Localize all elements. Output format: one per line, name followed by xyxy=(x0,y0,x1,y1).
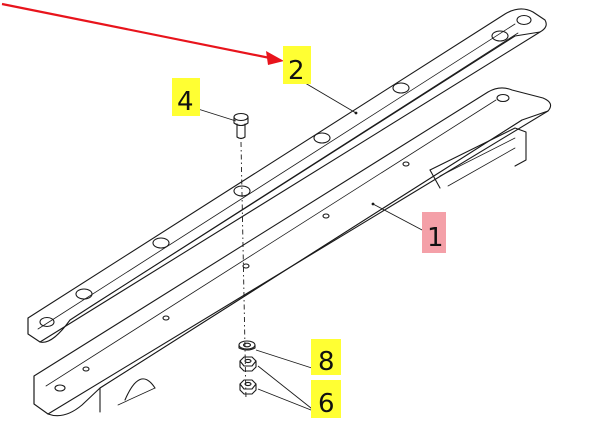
callout-2: 2 xyxy=(283,46,311,86)
part-8-washer xyxy=(238,340,256,351)
callout-1-label: 1 xyxy=(427,223,444,253)
callout-6-label: 6 xyxy=(318,389,335,419)
callout-2-label: 2 xyxy=(288,56,305,86)
callout-1: 1 xyxy=(422,212,446,253)
part-6-nut-lower xyxy=(239,379,257,395)
part-2-upper-bar xyxy=(27,8,547,343)
callout-4: 4 xyxy=(172,78,200,117)
callout-8: 8 xyxy=(311,339,341,377)
leader-lines xyxy=(197,79,425,413)
callout-4-label: 4 xyxy=(177,87,194,117)
part-6-nut-upper xyxy=(239,356,257,372)
part-4-bolt xyxy=(233,112,249,140)
red-pointer-arrow xyxy=(1,2,284,65)
callout-6: 6 xyxy=(311,380,341,419)
callout-8-label: 8 xyxy=(318,347,335,377)
part-1-lower-rail xyxy=(33,87,552,417)
